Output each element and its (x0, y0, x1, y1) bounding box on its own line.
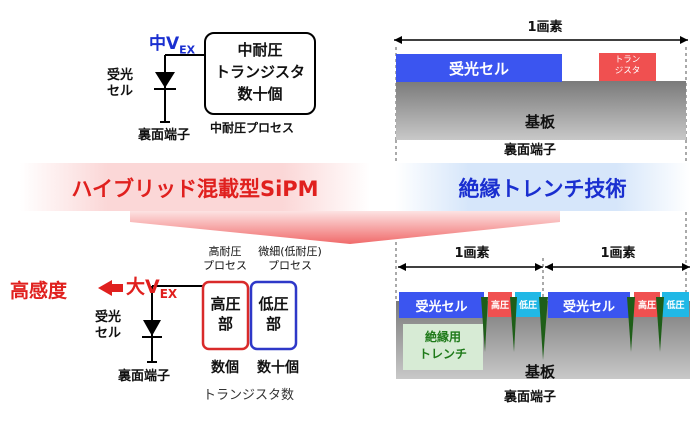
top-cross-section (394, 36, 688, 140)
bottom-cross-section (396, 258, 690, 379)
trench-label: 絶縁用 トレンチ (418, 330, 467, 361)
lv-count-label: 数十個 (257, 360, 299, 376)
photodiode-label: 受光 セル (106, 68, 133, 99)
photo-cell-block (396, 54, 562, 82)
mid-vex-label: 中VEX (149, 34, 196, 57)
trench-label-bg (403, 324, 483, 370)
lv-block-1 (515, 292, 541, 317)
photodiode-label: 受光 セル (94, 310, 121, 341)
transistor-label: トラン ジスタ (614, 55, 641, 76)
lv-box (249, 280, 298, 351)
bottom-circuit (98, 280, 298, 363)
hv-block-2 (634, 292, 660, 317)
lv-block-2 (662, 292, 689, 317)
high-sensitivity-label: 高感度 (10, 280, 68, 302)
top-circuit (154, 32, 316, 123)
mid-voltage-transistor-box (204, 32, 316, 115)
photo-cell-block-1 (399, 292, 484, 318)
hv-box-text: 高圧 部 (210, 295, 241, 333)
trench-4 (627, 297, 635, 352)
trench-2 (510, 297, 517, 352)
back-terminal-label: 裏面端子 (118, 369, 171, 384)
large-vex-label: 大VEX (126, 276, 178, 301)
substrate-label: 基板 (524, 113, 555, 131)
lv-box-text: 低圧 部 (258, 295, 289, 333)
pixel-label: 1画素 (527, 20, 563, 35)
lv-process-label: 微細(低耐圧) プロセス (258, 245, 322, 272)
photo-cell-label-1: 受光セル (415, 300, 468, 315)
hybrid-sipm-title: ハイブリッド混載型SiPM (71, 177, 319, 201)
substrate-label: 基板 (524, 363, 555, 381)
mid-voltage-process-label: 中耐圧プロセス (210, 121, 295, 135)
back-terminal-label: 裏面端子 (138, 128, 191, 143)
insulating-trench-title: 絶縁トレンチ技術 (458, 177, 627, 201)
photodiode-icon (143, 320, 161, 336)
hybrid-sipm-banner-bg (20, 163, 370, 211)
back-terminal-label: 裏面端子 (503, 390, 556, 405)
pixel-label-2: 1画素 (600, 246, 636, 261)
hv-count-label: 数個 (211, 360, 239, 376)
hv-block-1 (488, 292, 512, 317)
photodiode-icon (155, 72, 175, 88)
big-down-arrow (130, 211, 560, 244)
hv-label-1: 高圧 (490, 301, 509, 311)
substrate-block (396, 81, 686, 140)
photo-cell-block-2 (548, 292, 630, 318)
pixel-label-1: 1画素 (454, 246, 490, 261)
transistor-count-label: トランジスタ数 (203, 388, 295, 403)
photo-cell-label: 受光セル (448, 60, 509, 78)
trench-banner-bg (395, 163, 690, 211)
trench-1 (481, 297, 488, 352)
left-arrow-icon (98, 280, 112, 296)
transistor-block (599, 53, 656, 81)
lv-label-2: 低圧 (666, 301, 685, 311)
trench-3 (539, 297, 548, 360)
hv-label-2: 高圧 (637, 301, 656, 311)
hv-process-label: 高耐圧 プロセス (203, 245, 247, 272)
lv-label-1: 低圧 (518, 301, 537, 311)
back-terminal-label: 裏面端子 (503, 143, 556, 158)
photo-cell-label-2: 受光セル (562, 300, 615, 315)
trench-5 (656, 297, 664, 352)
mid-voltage-box-text: 中耐圧 トランジスタ 数十個 (214, 41, 305, 103)
hv-box (201, 280, 250, 351)
